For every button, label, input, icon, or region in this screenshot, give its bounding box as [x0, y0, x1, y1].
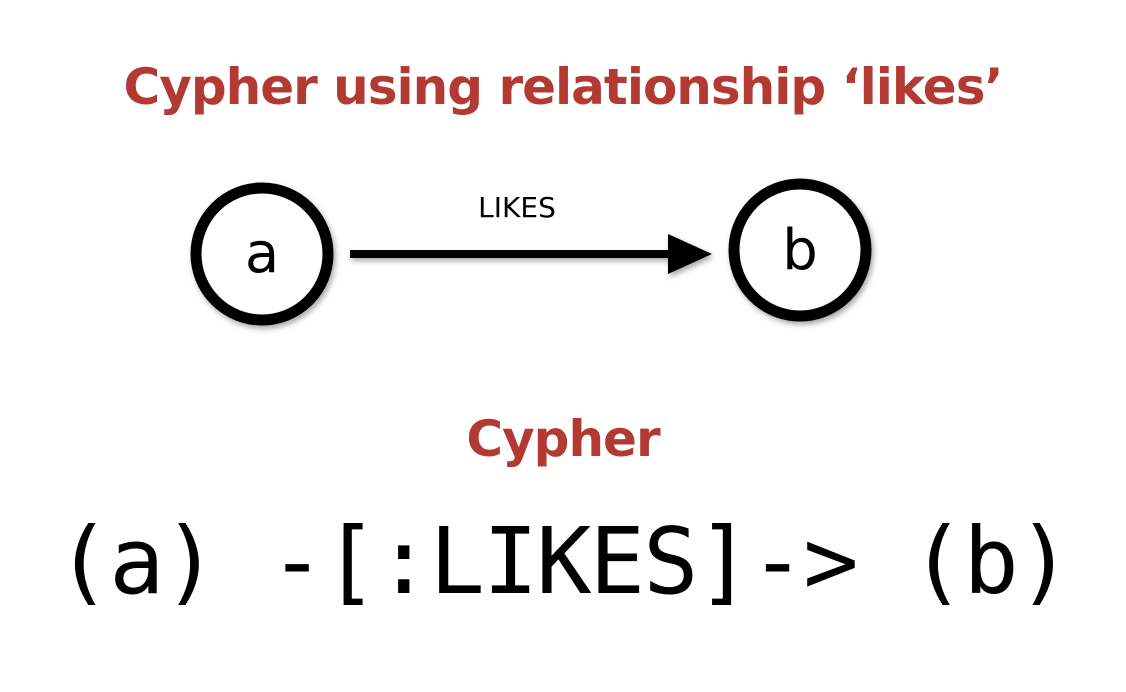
node-a-label: a	[245, 221, 279, 286]
node-b-label: b	[782, 218, 818, 283]
node-a	[190, 182, 334, 326]
graph-diagram: a LIKES b	[190, 178, 872, 326]
node-b	[728, 178, 872, 322]
section-title: Cypher	[466, 410, 660, 468]
relationship-label: LIKES	[478, 191, 556, 224]
diagram-title: Cypher using relationship ‘likes’	[123, 58, 1004, 116]
relationship-arrow	[350, 234, 712, 274]
cypher-code: (a) -[:LIKES]-> (b)	[55, 508, 1072, 615]
